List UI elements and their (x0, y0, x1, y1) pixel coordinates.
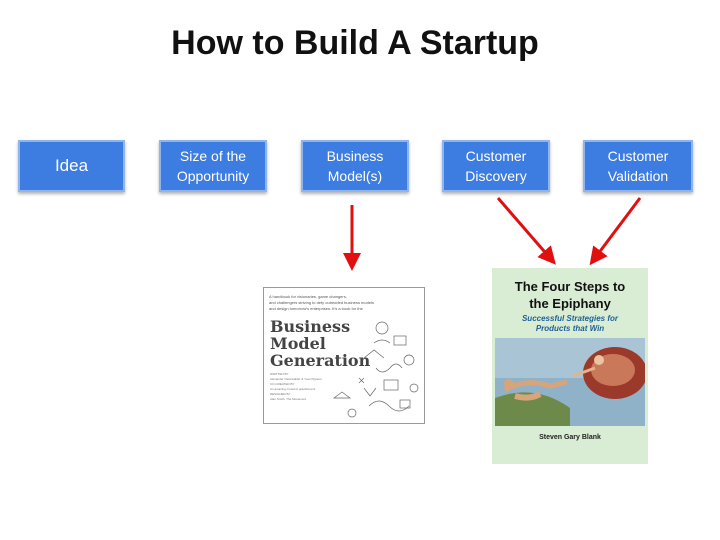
business-model-generation-book-cover: A handbook for visionaries, game changer… (263, 287, 425, 424)
four-steps-epiphany-book-cover: The Four Steps to the Epiphany Successfu… (492, 268, 648, 464)
book-blurb: A handbook for visionaries, game changer… (269, 294, 374, 311)
book-title: Business Model Generation (270, 317, 371, 370)
step-customer-validation: Customer Validation (583, 140, 693, 192)
creation-of-adam-painting-icon (495, 338, 645, 426)
arrow-discovery-icon (496, 197, 556, 265)
arrow-validation-icon (589, 197, 642, 266)
step-size-of-opportunity: Size of the Opportunity (159, 140, 267, 192)
step-business-models: Business Model(s) (301, 140, 409, 192)
page-title: How to Build A Startup (171, 24, 539, 62)
book-credits: WRITTEN BY Alexander Osterwalder & Yves … (270, 372, 322, 401)
book-subtitle: Successful Strategies for Products that … (521, 314, 619, 333)
step-customer-discovery: Customer Discovery (442, 140, 550, 192)
book-author: Steven Gary Blank (539, 434, 601, 441)
sketch-illustration-icon (332, 321, 419, 418)
step-idea: Idea (18, 140, 125, 192)
book-title: The Four Steps to the Epiphany (514, 279, 626, 311)
